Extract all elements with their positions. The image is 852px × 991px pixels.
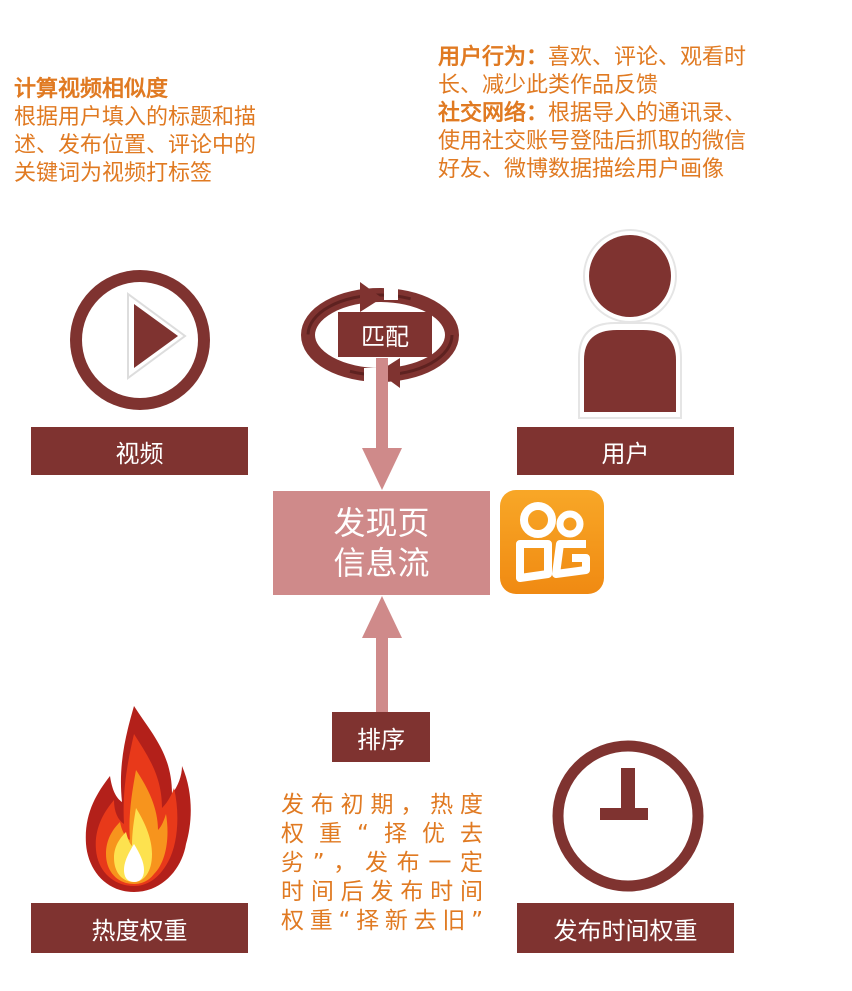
play-circle-icon [60, 270, 220, 415]
discover-feed-box: 发现页 信息流 [273, 491, 490, 595]
sort-rule-line: 权重“择新去旧” [281, 908, 483, 934]
video-similarity-line: 述、发布位置、评论中的 [14, 133, 257, 158]
publish-time-weight-label: 发布时间权重 [517, 903, 734, 953]
sort-rule-line: 权重“择优去 [281, 821, 483, 847]
social-network-text-2: 使用社交账号登陆后抓取的微信 [438, 129, 747, 154]
match-label: 匹配 [338, 312, 432, 357]
video-similarity-line: 关键词为视频打标签 [14, 161, 213, 186]
flame-icon [82, 704, 192, 894]
social-network-text: 根据导入的通讯录、 [548, 101, 747, 126]
user-profile-note: 用户行为：喜欢、评论、观看时 长、减少此类作品反馈 社交网络：根据导入的通讯录、… [438, 44, 848, 184]
down-arrow-icon [360, 358, 404, 490]
feed-line-1: 发现页 [333, 504, 430, 542]
video-label: 视频 [31, 427, 248, 475]
clock-icon [548, 736, 708, 896]
social-network-title: 社交网络： [438, 101, 549, 126]
sort-label: 排序 [332, 712, 430, 762]
user-behavior-line: 用户行为：喜欢、评论、观看时 [438, 44, 848, 72]
sort-rule-line: 发布初期，热度 [281, 792, 483, 818]
user-icon [575, 228, 685, 428]
feed-line-2: 信息流 [333, 544, 430, 582]
user-behavior-text: 喜欢、评论、观看时 [548, 45, 747, 70]
video-similarity-note: 计算视频相似度 根据用户填入的标题和描 述、发布位置、评论中的 关键词为视频打标… [14, 76, 324, 188]
social-network-text-3: 好友、微博数据描绘用户画像 [438, 157, 725, 182]
sort-rule-line: 劣”，发布一定 [281, 850, 483, 876]
user-label: 用户 [517, 427, 734, 475]
heat-weight-label: 热度权重 [31, 903, 248, 953]
video-similarity-line: 根据用户填入的标题和描 [14, 105, 257, 130]
video-similarity-title: 计算视频相似度 [14, 77, 169, 102]
user-behavior-title: 用户行为： [438, 45, 549, 70]
sort-rule-note: 发布初期，热度 权重“择优去 劣”，发布一定 时间后发布时间 权重“择新去旧” [281, 791, 483, 936]
up-arrow-icon [360, 596, 404, 718]
social-network-line: 社交网络：根据导入的通讯录、 [438, 100, 848, 128]
kuaishou-logo-icon [500, 490, 604, 594]
user-behavior-text-2: 长、减少此类作品反馈 [438, 73, 659, 98]
sort-rule-line: 时间后发布时间 [281, 879, 483, 905]
